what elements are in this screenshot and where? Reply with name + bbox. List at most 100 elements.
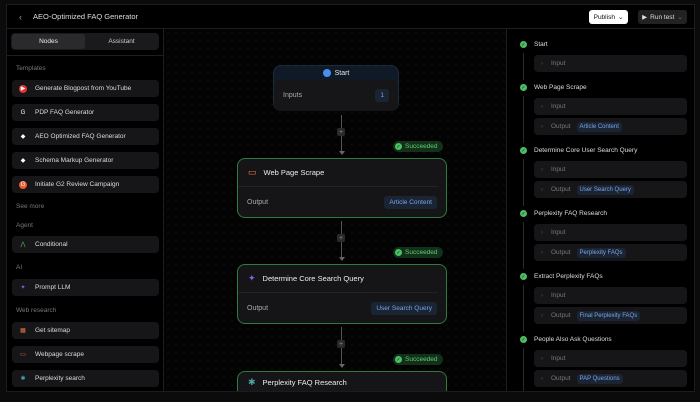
output-label: Output	[247, 198, 269, 206]
input-label: Input	[551, 229, 566, 236]
logo-icon: ◆	[20, 158, 26, 164]
output-label: Output	[551, 123, 571, 130]
step-input-row[interactable]: ›Input	[534, 224, 687, 241]
sidebar-item[interactable]: G Initiate G2 Review Campaign	[12, 176, 159, 193]
sidebar-item[interactable]: ⋀ Conditional	[12, 236, 159, 253]
check-circle-icon: ✓	[520, 147, 527, 154]
start-node-title: Start	[334, 69, 350, 77]
sidebar-item[interactable]: ▭ Webpage scrape	[12, 346, 159, 363]
sidebar-item[interactable]: ✦Prompt LLM	[12, 279, 159, 296]
run-step: ✓ Determine Core User Search Query ›Inpu…	[507, 135, 694, 206]
check-circle-icon: ✓	[520, 336, 527, 343]
branch-icon: ⋀	[20, 242, 26, 248]
back-chevron-icon[interactable]: ‹	[19, 11, 22, 22]
chevron-right-icon: ›	[541, 103, 543, 110]
step-output-row[interactable]: › Output Article Content	[534, 118, 687, 135]
add-node-plus-icon[interactable]: +	[337, 234, 345, 242]
publish-label: Publish	[593, 13, 615, 21]
node-title: Perplexity FAQ Research	[262, 378, 347, 387]
sidebar-item[interactable]: ▦Get sitemap	[12, 322, 159, 339]
tab-assistant[interactable]: Assistant	[108, 38, 135, 45]
play-icon: ▶	[642, 14, 648, 21]
step-input-row[interactable]: ›Input	[534, 287, 687, 304]
step-output-row[interactable]: › Output PAP Questions	[534, 370, 687, 387]
status-badge: ✓Succeeded	[393, 141, 443, 152]
run-panel: ✓ Start ›Input✓ Web Page Scrape ›Input›O…	[506, 29, 694, 391]
section-ai: AI	[16, 264, 23, 271]
arrow-down-icon	[339, 364, 345, 368]
section-web-research: Web research	[16, 307, 57, 314]
arrow-down-icon	[339, 257, 345, 261]
chevron-right-icon: ›	[541, 292, 543, 299]
start-node[interactable]: Start Inputs 1	[273, 65, 399, 111]
timeline-line	[523, 159, 524, 206]
sidebar-item[interactable]: ▶Generate Blogpost from YouTube	[12, 80, 159, 97]
output-tag: Final Perplexity FAQs	[576, 310, 641, 321]
add-node-plus-icon[interactable]: +	[337, 340, 345, 348]
chevron-right-icon: ›	[541, 375, 543, 382]
tab-nodes[interactable]: Nodes	[12, 34, 85, 49]
publish-button[interactable]: Publish⌄	[589, 10, 628, 24]
output-tag: PAP Questions	[576, 373, 623, 384]
run-step: ✓ Start ›Input	[507, 29, 694, 80]
output-tag: Perplexity FAQs	[576, 247, 626, 258]
step-name: Extract Perplexity FAQs	[534, 273, 603, 280]
step-name: Perplexity FAQ Research	[534, 210, 607, 217]
sidebar-item-label: Initiate G2 Review Campaign	[35, 181, 120, 188]
input-label: Input	[551, 166, 566, 173]
sidebar-item-label: Perplexity search	[35, 375, 85, 382]
output-tag: User Search Query	[371, 301, 437, 315]
chevron-right-icon: ›	[541, 355, 543, 362]
output-tag: Article Content	[576, 121, 622, 132]
monitor-icon: ▭	[248, 167, 257, 177]
sidebar-item-label: Webpage scrape	[35, 351, 85, 358]
node-title: Web Page Scrape	[263, 168, 325, 177]
step-input-row[interactable]: ›Input	[534, 55, 687, 72]
timeline-line	[523, 348, 524, 391]
step-name: Determine Core User Search Query	[534, 147, 638, 154]
output-label: Output	[551, 375, 571, 382]
sidebar-tabs: Nodes Assistant	[11, 33, 159, 50]
timeline-line	[523, 96, 524, 143]
sparkle-icon: ✦	[20, 285, 26, 291]
run-test-button[interactable]: ▶Run test⌄	[638, 10, 687, 24]
input-label: Input	[551, 355, 566, 362]
monitor-icon: ▭	[20, 352, 26, 358]
timeline-line	[523, 285, 524, 332]
g2-icon: G	[19, 180, 27, 189]
top-bar: ‹ AEO-Optimized FAQ Generator Publish⌄ ▶…	[7, 5, 694, 29]
see-more-link[interactable]: See more	[16, 203, 45, 210]
status-badge: ✓Succeeded	[393, 354, 443, 365]
workflow-canvas[interactable]: Start Inputs 1 + ✓Succeeded ▭ Web Page Sc…	[164, 29, 506, 391]
step-input-row[interactable]: ›Input	[534, 161, 687, 178]
google-icon: G	[20, 109, 26, 116]
youtube-icon: ▶	[19, 84, 27, 93]
arrow-down-icon	[339, 151, 345, 155]
divider	[7, 55, 163, 56]
input-label: Input	[551, 103, 566, 110]
sidebar-item[interactable]: ◆Schema Markup Generator	[12, 152, 159, 169]
check-icon: ✓	[395, 249, 402, 256]
start-icon	[322, 69, 331, 77]
sparkle-icon: ✦	[248, 273, 256, 283]
add-node-plus-icon[interactable]: +	[337, 128, 345, 136]
step-input-row[interactable]: › Input	[534, 98, 687, 115]
sidebar-item[interactable]: ✱Perplexity search	[12, 370, 159, 387]
sidebar-item[interactable]: ◆AEO Optimized FAQ Generator	[12, 128, 159, 145]
chevron-right-icon: ›	[541, 123, 543, 130]
check-icon: ✓	[395, 143, 402, 150]
check-circle-icon: ✓	[520, 273, 527, 280]
node-header: ▭ Web Page Scrape	[238, 159, 438, 187]
step-input-row[interactable]: › Input	[534, 350, 687, 367]
timeline-line	[523, 53, 524, 80]
sidebar-item-label: Conditional	[35, 241, 68, 248]
output-label: Output	[551, 249, 571, 256]
workflow-node[interactable]: ✱Perplexity FAQ Research	[237, 371, 447, 391]
